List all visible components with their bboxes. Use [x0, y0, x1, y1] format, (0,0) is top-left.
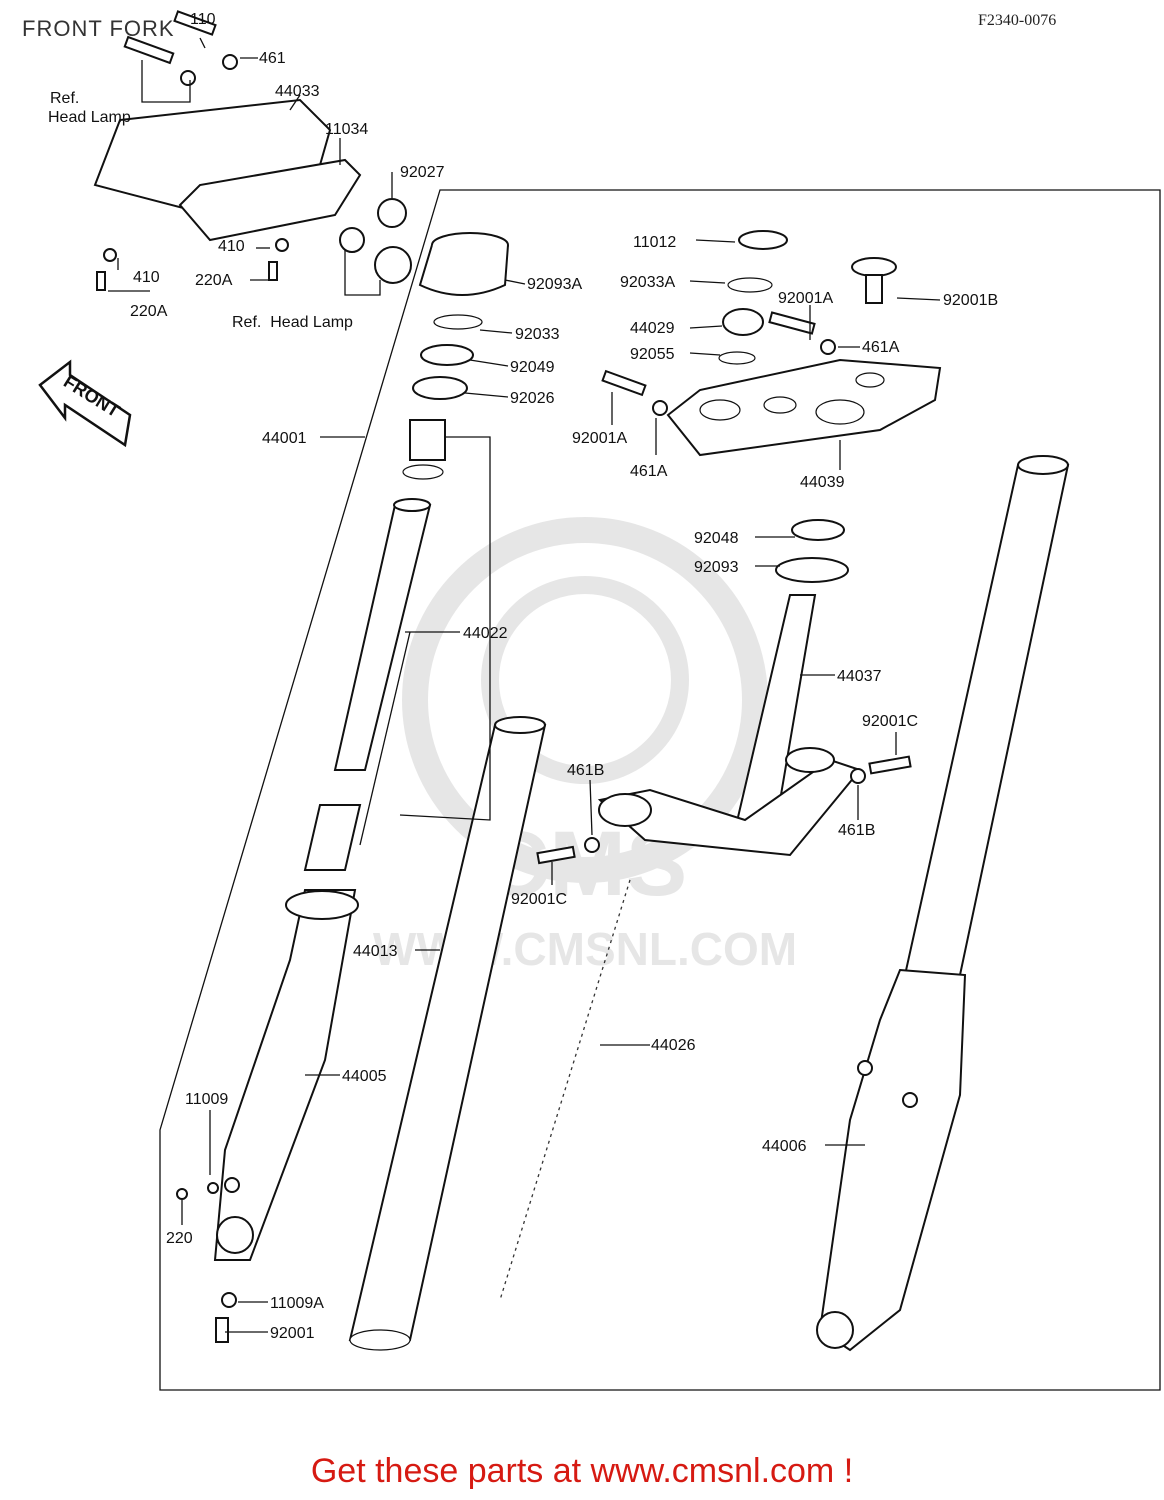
callout-44039: 44039: [800, 474, 845, 491]
callout-92093: 92093: [694, 559, 739, 576]
page-title: FRONT FORK: [22, 16, 175, 41]
footer-banner[interactable]: Get these parts at www.cmsnl.com !: [310, 1452, 854, 1490]
callout-92001B: 92001B: [943, 292, 998, 309]
watermark-url: WWW.CMSNL.COM: [373, 923, 797, 975]
left-fork-parts: [176, 232, 509, 1343]
callout-44006: 44006: [762, 1138, 807, 1155]
callout-461B-b: 461B: [838, 822, 875, 839]
callout-461A-b: 461A: [630, 463, 668, 480]
callout-ref-2: Head Lamp: [48, 109, 131, 126]
callout-410-a: 410: [218, 238, 245, 255]
callout-44001: 44001: [262, 430, 307, 447]
upper-triple-clamp: [601, 230, 942, 457]
callout-92001A-b: 92001A: [572, 430, 627, 447]
callout-44013: 44013: [353, 943, 398, 960]
callout-92049: 92049: [510, 359, 555, 376]
callout-92001: 92001: [270, 1325, 315, 1342]
callout-92001A-a: 92001A: [778, 290, 833, 307]
callout-461: 461: [259, 50, 286, 67]
callout-92093A: 92093A: [527, 276, 582, 293]
callout-44022: 44022: [463, 625, 508, 642]
callout-44037: 44037: [837, 668, 882, 685]
front-arrow: FRONT: [38, 359, 132, 448]
callout-44033: 44033: [275, 83, 320, 100]
assembly-frame: [159, 189, 1161, 1391]
callout-92027: 92027: [400, 164, 445, 181]
fork-spring: [499, 879, 631, 1301]
callout-220: 220: [166, 1230, 193, 1247]
callout-92001C-b: 92001C: [511, 891, 567, 908]
callout-11009: 11009: [185, 1091, 228, 1108]
callout-11012: 11012: [633, 234, 676, 251]
callout-ref-1: Ref.: [50, 90, 79, 107]
leader-lines: [108, 37, 941, 1333]
callout-461A-a: 461A: [862, 339, 900, 356]
inner-tube: [348, 716, 547, 1351]
callout-92026: 92026: [510, 390, 555, 407]
callout-461B-a: 461B: [567, 762, 604, 779]
callout-92055: 92055: [630, 346, 675, 363]
callout-92048: 92048: [694, 530, 739, 547]
callout-11009A: 11009A: [270, 1295, 324, 1312]
exploded-diagram: CMS WWW.CMSNL.COM FRONT: [38, 10, 1161, 1391]
callout-11034: 11034: [325, 121, 368, 138]
callout-92001C-a: 92001C: [862, 713, 918, 730]
diagram-code: F2340-0076: [978, 12, 1057, 29]
callout-44026: 44026: [651, 1037, 696, 1054]
head-lamp-bracket: [93, 10, 412, 291]
callout-ref-3: Ref. Head Lamp: [232, 314, 353, 331]
callout-110: 110: [190, 11, 216, 28]
steering-stem: [536, 519, 912, 865]
callout-labels: 110 461 Ref. Head Lamp 44033 11034 92027…: [48, 11, 998, 1342]
callout-44005: 44005: [342, 1068, 387, 1085]
callout-92033A: 92033A: [620, 274, 675, 291]
callout-220A-a: 220A: [195, 272, 233, 289]
right-fork-leg: [816, 455, 1070, 1352]
callout-92033: 92033: [515, 326, 560, 343]
watermark: CMS WWW.CMSNL.COM: [373, 517, 797, 975]
callout-220A-b: 220A: [130, 303, 168, 320]
callout-44029: 44029: [630, 320, 675, 337]
callout-410-b: 410: [133, 269, 160, 286]
